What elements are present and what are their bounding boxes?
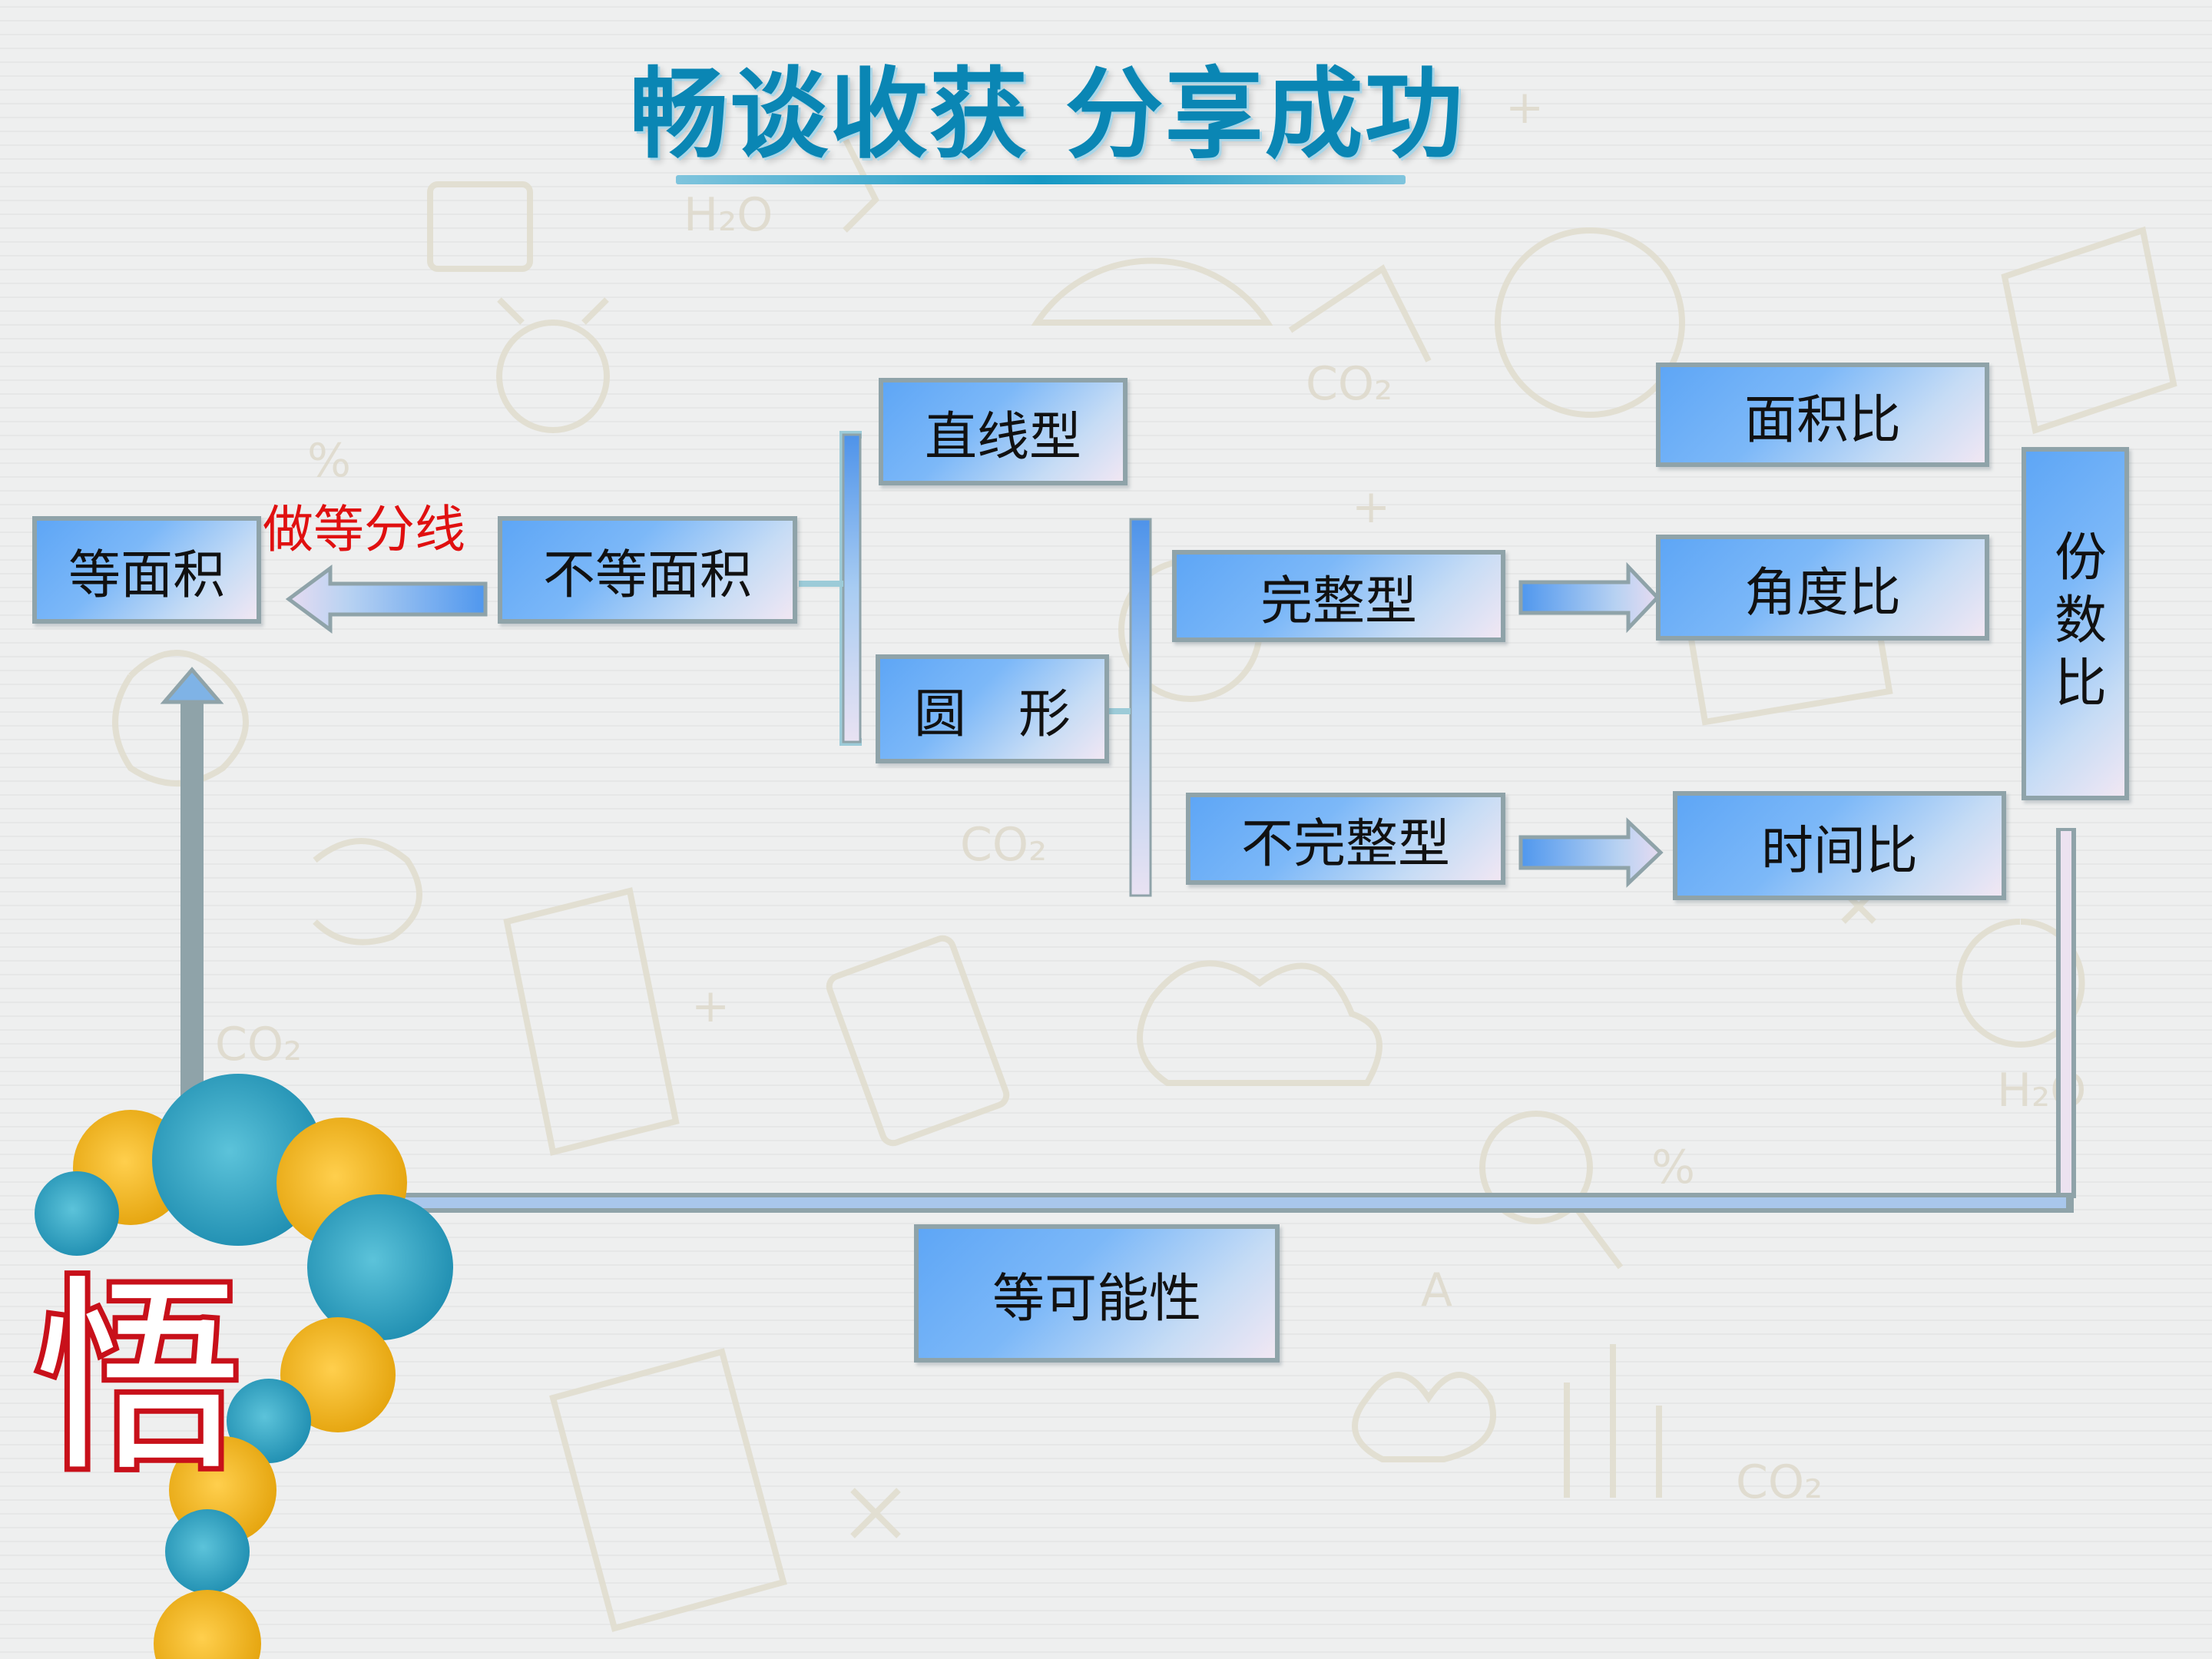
arrow-complete-to-angle: [1518, 561, 1661, 634]
bracket-right-fill: [1129, 518, 1152, 897]
svg-text:A: A: [1421, 1263, 1452, 1317]
svg-text:H₂O: H₂O: [684, 188, 773, 242]
svg-text:CO₂: CO₂: [960, 818, 1047, 872]
node-complete-type: 完整型: [1172, 550, 1505, 642]
svg-text:+: +: [1505, 81, 1544, 134]
ball-teal: [35, 1171, 119, 1256]
title-underline: [676, 175, 1406, 184]
svg-text:CO₂: CO₂: [1306, 357, 1392, 411]
node-angle-ratio: 角度比: [1656, 535, 1989, 641]
bracket-left-fill: [842, 433, 862, 743]
wu-badge: 悟: [29, 1257, 247, 1499]
svg-text:%: %: [1651, 1141, 1695, 1194]
node-fraction-ratio: 份数比: [2022, 447, 2129, 800]
svg-text:%: %: [307, 434, 351, 488]
arrow-unequal-to-equal: [285, 565, 488, 634]
ball-teal: [227, 1379, 311, 1463]
edge-label-bisector: 做等分线: [263, 500, 465, 559]
page-title: 畅谈收获 分享成功: [630, 58, 1465, 172]
ball-gold: [280, 1317, 396, 1432]
svg-text:CO₂: CO₂: [215, 1018, 302, 1071]
node-incomplete-type: 不完整型: [1186, 793, 1505, 885]
node-straight-type: 直线型: [879, 378, 1128, 485]
ball-teal: [165, 1509, 250, 1594]
arrow-incomplete-to-time: [1518, 817, 1664, 888]
node-circle-type: 圆 形: [876, 654, 1109, 763]
svg-text:+: +: [1352, 480, 1390, 534]
node-unequal-area: 不等面积: [498, 516, 797, 624]
svg-text:CO₂: CO₂: [1736, 1455, 1823, 1509]
molecule-decoration: [35, 1074, 453, 1659]
ball-teal: [307, 1194, 453, 1340]
loop-arrowhead: [160, 667, 224, 704]
node-equal-probability: 等可能性: [914, 1224, 1280, 1363]
node-time-ratio: 时间比: [1673, 791, 2006, 900]
node-area-ratio: 面积比: [1656, 363, 1989, 467]
svg-text:+: +: [691, 979, 730, 1033]
ball-gold: [154, 1590, 261, 1659]
node-equal-area: 等面积: [32, 516, 261, 624]
